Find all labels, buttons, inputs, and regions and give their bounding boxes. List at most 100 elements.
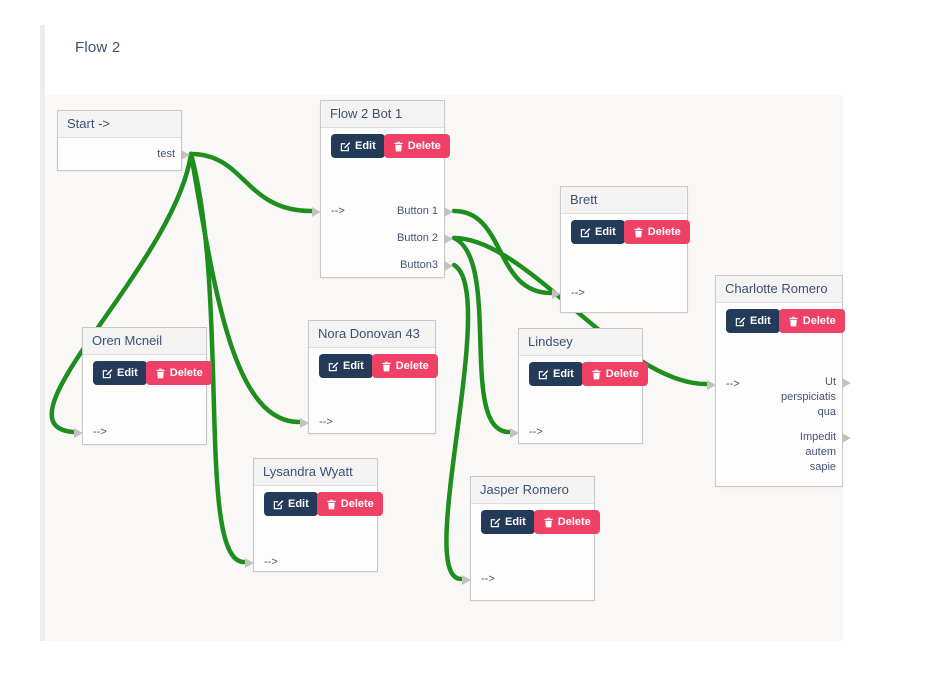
node-actions: Edit Delete: [726, 309, 845, 333]
delete-button[interactable]: Delete: [778, 309, 845, 333]
node-title: Lysandra Wyatt: [254, 459, 377, 486]
edit-button-label: Edit: [750, 315, 771, 327]
left-gutter: [40, 25, 45, 641]
delete-button[interactable]: Delete: [145, 361, 212, 385]
edit-icon: [490, 517, 501, 528]
input-port-icon[interactable]: [510, 428, 519, 438]
edit-button[interactable]: Edit: [331, 134, 385, 158]
node-flow2-bot1[interactable]: Flow 2 Bot 1 Edit Delete --> Button 1 Button …: [312, 100, 453, 278]
edit-button-label: Edit: [117, 367, 138, 379]
delete-button-label: Delete: [802, 315, 836, 327]
edit-icon: [580, 227, 591, 238]
output-port-icon[interactable]: [444, 234, 453, 244]
node-title: Jasper Romero: [471, 477, 594, 504]
node-title: Oren Mcneil: [83, 328, 206, 355]
node-title: Charlotte Romero: [716, 276, 842, 303]
flow-header-card: Flow 2: [45, 25, 843, 95]
connection-flow2-bot1.button-3-to-jasper-romero.in[interactable]: [444, 262, 471, 582]
node-actions: Edit Delete: [264, 492, 383, 516]
input-port-icon[interactable]: [300, 418, 309, 428]
edit-button[interactable]: Edit: [726, 309, 780, 333]
input-port-label: -->: [331, 205, 345, 217]
node-start[interactable]: Start ->test: [57, 110, 190, 171]
input-port-icon[interactable]: [312, 207, 321, 217]
trash-icon: [155, 368, 166, 379]
connection-start.test-to-lysandra-wyatt.in[interactable]: [188, 151, 247, 565]
output-port-icon[interactable]: [842, 433, 851, 443]
edit-button-label: Edit: [505, 516, 526, 528]
node-actions: Edit Delete: [331, 134, 450, 158]
input-port-icon[interactable]: [462, 575, 471, 585]
delete-button-label: Delete: [557, 516, 591, 528]
node-actions: Edit Delete: [529, 362, 648, 386]
delete-button[interactable]: Delete: [581, 362, 648, 386]
edit-button-label: Edit: [355, 140, 376, 152]
node-title: Start ->: [58, 111, 181, 138]
node-title: Nora Donovan 43: [309, 321, 435, 348]
page-title: Flow 2: [75, 39, 121, 56]
delete-button-label: Delete: [407, 140, 441, 152]
node-title: Lindsey: [519, 329, 642, 356]
edit-button[interactable]: Edit: [264, 492, 318, 516]
input-port-icon[interactable]: [74, 428, 83, 438]
input-port-label: -->: [481, 573, 495, 585]
node-actions: Edit Delete: [93, 361, 212, 385]
node-actions: Edit Delete: [319, 354, 438, 378]
output-port-icon[interactable]: [842, 378, 851, 388]
trash-icon: [381, 361, 392, 372]
delete-button[interactable]: Delete: [623, 220, 690, 244]
trash-icon: [543, 517, 554, 528]
input-port-label: -->: [529, 426, 543, 438]
input-port-label: -->: [319, 416, 333, 428]
connection-flow2-bot1.button-2-to-lindsey.in[interactable]: [451, 235, 512, 435]
edit-icon: [102, 368, 113, 379]
output-port-icon[interactable]: [181, 150, 190, 160]
delete-button-label: Delete: [647, 226, 681, 238]
edit-button[interactable]: Edit: [319, 354, 373, 378]
output-port-label: Button 1: [397, 205, 438, 217]
node-title: Flow 2 Bot 1: [321, 101, 444, 128]
edit-icon: [538, 369, 549, 380]
input-port-icon[interactable]: [245, 558, 254, 568]
node-nora-donovan-43[interactable]: Nora Donovan 43 Edit Delete -->: [300, 320, 438, 434]
node-actions: Edit Delete: [481, 510, 600, 534]
input-port-icon[interactable]: [707, 380, 716, 390]
delete-button[interactable]: Delete: [316, 492, 383, 516]
output-port-icon[interactable]: [444, 207, 453, 217]
trash-icon: [326, 499, 337, 510]
input-port-label: -->: [571, 287, 585, 299]
edit-button[interactable]: Edit: [481, 510, 535, 534]
edit-button[interactable]: Edit: [529, 362, 583, 386]
delete-button[interactable]: Delete: [383, 134, 450, 158]
trash-icon: [788, 316, 799, 327]
input-port-label: -->: [93, 426, 107, 438]
input-port-label: -->: [726, 378, 740, 390]
delete-button[interactable]: Delete: [371, 354, 438, 378]
delete-button-label: Delete: [605, 368, 639, 380]
edit-icon: [273, 499, 284, 510]
delete-button[interactable]: Delete: [533, 510, 600, 534]
input-port-icon[interactable]: [552, 289, 561, 299]
edit-button[interactable]: Edit: [93, 361, 147, 385]
delete-button-label: Delete: [340, 498, 374, 510]
node-title: Brett: [561, 187, 687, 214]
output-port-label: Button3: [400, 259, 438, 271]
output-port-icon[interactable]: [444, 261, 453, 271]
output-port-label: Button 2: [397, 232, 438, 244]
edit-button[interactable]: Edit: [571, 220, 625, 244]
input-port-label: -->: [264, 556, 278, 568]
edit-icon: [735, 316, 746, 327]
connection-start.test-to-flow2-bot1.in[interactable]: [188, 151, 314, 214]
edit-button-label: Edit: [343, 360, 364, 372]
delete-button-label: Delete: [169, 367, 203, 379]
delete-button-label: Delete: [395, 360, 429, 372]
